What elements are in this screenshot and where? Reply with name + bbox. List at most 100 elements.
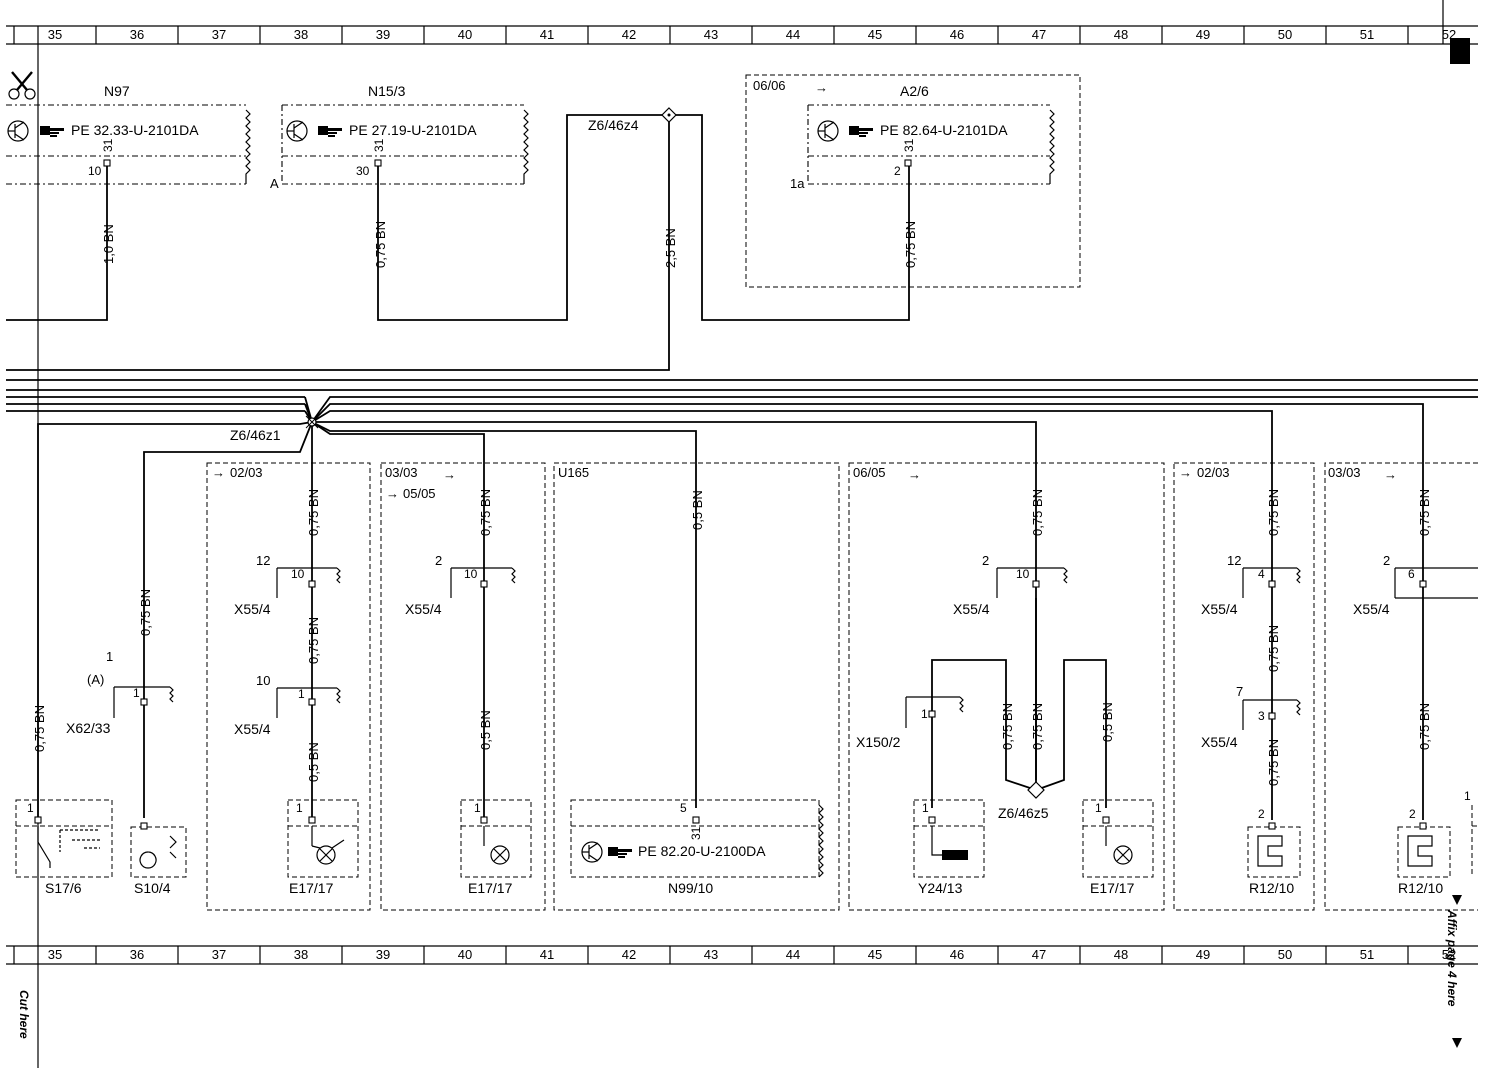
svg-text:0,75 BN: 0,75 BN xyxy=(1266,739,1281,786)
grid-bottom-number: 45 xyxy=(868,947,882,962)
zone-a2-6: 06/06 → A2/6 PE 82.64-U-2101DA 31 2 1a xyxy=(745,74,1081,288)
svg-text:0,75 BN: 0,75 BN xyxy=(1417,703,1432,750)
svg-text:R12/10: R12/10 xyxy=(1398,880,1443,896)
column-50: 0,75 BN 12 4 X55/4 0,75 BN 7 3 X55/4 0,7… xyxy=(1201,489,1301,896)
hand-pointer-icon xyxy=(40,126,64,137)
grid-top-number: 51 xyxy=(1360,27,1374,42)
grid-bottom-number: 41 xyxy=(540,947,554,962)
grid-bottom-number: 52 xyxy=(1442,947,1456,962)
svg-text:X55/4: X55/4 xyxy=(405,601,442,617)
grid-bottom-number: 44 xyxy=(786,947,800,962)
svg-text:X55/4: X55/4 xyxy=(234,601,271,617)
grid-bottom-number: 46 xyxy=(950,947,964,962)
grid-top-number: 50 xyxy=(1278,27,1292,42)
svg-text:1: 1 xyxy=(296,801,303,815)
svg-text:31: 31 xyxy=(902,138,916,152)
component-n97: N97 PE 32.33-U-2101DA 31 10 xyxy=(6,83,251,185)
svg-text:→: → xyxy=(386,486,399,501)
svg-text:E17/17: E17/17 xyxy=(468,880,513,896)
svg-text:(A): (A) xyxy=(87,672,104,687)
svg-text:12: 12 xyxy=(256,553,270,568)
svg-text:1: 1 xyxy=(474,801,481,815)
svg-text:Y24/13: Y24/13 xyxy=(918,880,963,896)
svg-text:02/03: 02/03 xyxy=(1197,465,1230,480)
svg-text:0,75 BN: 0,75 BN xyxy=(478,489,493,536)
svg-text:0,75 BN: 0,75 BN xyxy=(1000,703,1015,750)
svg-text:0,5 BN: 0,5 BN xyxy=(306,742,321,782)
svg-text:1: 1 xyxy=(133,686,140,700)
page-marker-block xyxy=(1450,38,1470,64)
svg-text:0,5 BN: 0,5 BN xyxy=(1100,702,1115,742)
svg-text:0,75 BN: 0,75 BN xyxy=(306,617,321,664)
svg-text:→: → xyxy=(443,467,456,482)
svg-text:2: 2 xyxy=(982,553,989,568)
svg-text:5: 5 xyxy=(680,801,687,815)
svg-text:X55/4: X55/4 xyxy=(234,721,271,737)
grid-bottom-number: 49 xyxy=(1196,947,1210,962)
svg-text:1: 1 xyxy=(1095,801,1102,815)
svg-text:12: 12 xyxy=(1227,553,1241,568)
svg-text:S10/4: S10/4 xyxy=(134,880,171,896)
svg-text:2,5 BN: 2,5 BN xyxy=(663,228,678,268)
svg-text:PE 82.64-U-2101DA: PE 82.64-U-2101DA xyxy=(880,122,1008,138)
svg-text:31: 31 xyxy=(689,826,703,840)
grid-top-number: 48 xyxy=(1114,27,1128,42)
svg-text:0,75 BN: 0,75 BN xyxy=(1417,489,1432,536)
grid-top-number: 38 xyxy=(294,27,308,42)
svg-text:10: 10 xyxy=(88,164,102,178)
svg-text:N99/10: N99/10 xyxy=(668,880,713,896)
left-section: 0,75 BN 0,75 BN 1 (A) 1 X62/33 1 S17/6 S… xyxy=(15,589,187,896)
svg-text:10: 10 xyxy=(256,673,270,688)
svg-text:X62/33: X62/33 xyxy=(66,720,111,736)
svg-text:1: 1 xyxy=(1464,789,1471,803)
svg-text:03/03: 03/03 xyxy=(1328,465,1361,480)
svg-text:→: → xyxy=(908,467,921,482)
grid-top-number: 45 xyxy=(868,27,882,42)
n97-label: N97 xyxy=(104,83,130,99)
svg-text:0,75 BN: 0,75 BN xyxy=(373,221,388,268)
svg-text:1: 1 xyxy=(27,801,34,815)
grid-top-number: 43 xyxy=(704,27,718,42)
svg-text:→: → xyxy=(212,465,225,480)
grid-bottom-number: 38 xyxy=(294,947,308,962)
svg-text:2: 2 xyxy=(1258,807,1265,821)
component-n15-3: N15/3 PE 27.19-U-2101DA 31 30 A xyxy=(270,83,529,191)
svg-text:PE 27.19-U-2101DA: PE 27.19-U-2101DA xyxy=(349,122,477,138)
svg-text:Z6/46z5: Z6/46z5 xyxy=(998,805,1049,821)
svg-text:U165: U165 xyxy=(558,465,589,480)
grid-bottom-number: 47 xyxy=(1032,947,1046,962)
column-52: 0,75 BN 2 6 X55/4 0,75 BN 2 R12/10 1 xyxy=(1353,489,1478,896)
svg-text:S17/6: S17/6 xyxy=(45,880,82,896)
svg-text:→: → xyxy=(1384,467,1397,482)
svg-text:2: 2 xyxy=(894,164,901,178)
svg-text:4: 4 xyxy=(1258,567,1265,581)
grid-top-number: 49 xyxy=(1196,27,1210,42)
grid-bottom-number: 50 xyxy=(1278,947,1292,962)
svg-text:0,75 BN: 0,75 BN xyxy=(1030,703,1045,750)
svg-text:0,75 BN: 0,75 BN xyxy=(138,589,153,636)
grid-top-number: 46 xyxy=(950,27,964,42)
svg-text:1,0 BN: 1,0 BN xyxy=(101,224,116,264)
svg-text:2: 2 xyxy=(1383,553,1390,568)
svg-text:10: 10 xyxy=(464,567,478,581)
svg-text:0,5 BN: 0,5 BN xyxy=(690,490,705,530)
svg-text:N15/3: N15/3 xyxy=(368,83,406,99)
svg-text:10: 10 xyxy=(1016,567,1030,581)
grid-top-number: 40 xyxy=(458,27,472,42)
grid-top-number: 36 xyxy=(130,27,144,42)
svg-text:0,75 BN: 0,75 BN xyxy=(306,489,321,536)
column-47: 0,75 BN 2 10 X55/4 Z6/46z5 0,75 BN 0,75 … xyxy=(856,489,1154,896)
column-38: 0,75 BN 12 10 X55/4 0,75 BN 10 1 X55/4 0… xyxy=(234,489,359,896)
svg-text:R12/10: R12/10 xyxy=(1249,880,1294,896)
splice-z6-46z1-label: Z6/46z1 xyxy=(230,427,281,443)
grid-top-number: 47 xyxy=(1032,27,1046,42)
svg-text:1a: 1a xyxy=(790,176,805,191)
grid-bottom-number: 43 xyxy=(704,947,718,962)
svg-text:02/03: 02/03 xyxy=(230,465,263,480)
grid-bottom-number: 39 xyxy=(376,947,390,962)
svg-text:30: 30 xyxy=(356,164,370,178)
svg-text:0,75 BN: 0,75 BN xyxy=(1266,625,1281,672)
